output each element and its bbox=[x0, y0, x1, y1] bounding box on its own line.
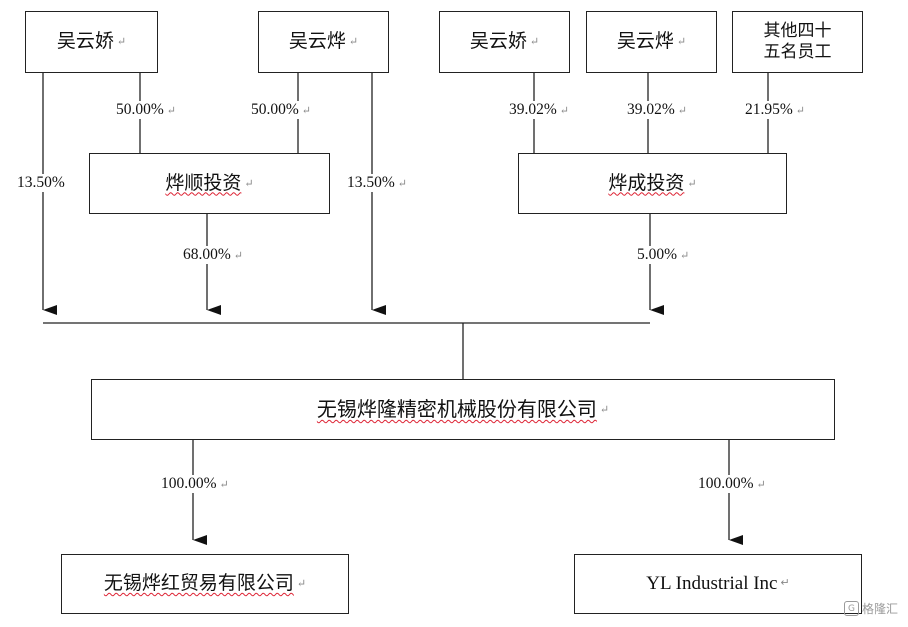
pct-label: 39.02%↵ bbox=[508, 101, 571, 119]
shareholder-box-wu-yunye-1: 吴云烨↵ bbox=[258, 11, 389, 73]
shareholder-box-wu-yunjiao-2: 吴云娇↵ bbox=[439, 11, 570, 73]
shareholder-box-wu-yunye-2: 吴云烨↵ bbox=[586, 11, 717, 73]
subsidiary-box-yl-industrial: YL Industrial Inc↵ bbox=[574, 554, 862, 614]
holding-box-yecheng: 烨成投资↵ bbox=[518, 153, 787, 214]
shareholder-label: 吴云烨 bbox=[616, 30, 674, 53]
main-company-label: 无锡烨隆精密机械股份有限公司 bbox=[316, 397, 597, 421]
watermark-text: 格隆汇 bbox=[861, 602, 898, 616]
watermark: G 格隆汇 bbox=[843, 600, 898, 617]
pct-label: 68.00%↵ bbox=[182, 246, 245, 264]
pct-label: 39.02%↵ bbox=[626, 101, 689, 119]
holding-label: 烨顺投资 bbox=[165, 171, 242, 194]
pct-label: 13.50% bbox=[16, 174, 66, 192]
holding-box-yeshun: 烨顺投资↵ bbox=[89, 153, 330, 214]
pct-label: 100.00%↵ bbox=[160, 475, 230, 493]
shareholder-label: 吴云娇 bbox=[469, 30, 527, 53]
subsidiary-label: 无锡烨红贸易有限公司 bbox=[103, 572, 294, 595]
main-company-box: 无锡烨隆精密机械股份有限公司↵ bbox=[91, 379, 835, 440]
gelonghui-logo-icon: G bbox=[843, 601, 859, 616]
holding-label: 烨成投资 bbox=[608, 171, 685, 194]
subsidiary-box-yehong: 无锡烨红贸易有限公司↵ bbox=[61, 554, 349, 614]
shareholder-label: 其他四十 五名员工 bbox=[763, 20, 832, 62]
shareholder-box-wu-yunjiao-1: 吴云娇↵ bbox=[25, 11, 158, 73]
pct-label: 100.00%↵ bbox=[697, 475, 767, 493]
subsidiary-label: YL Industrial Inc bbox=[646, 573, 778, 595]
pct-label: 50.00%↵ bbox=[115, 101, 178, 119]
pct-label: 50.00%↵ bbox=[250, 101, 313, 119]
shareholder-label: 吴云娇 bbox=[56, 30, 114, 53]
pct-label: 13.50%↵ bbox=[346, 174, 409, 192]
pct-label: 5.00%↵ bbox=[636, 246, 691, 264]
shareholder-box-other-employees: 其他四十 五名员工 bbox=[732, 11, 863, 73]
pct-label: 21.95%↵ bbox=[744, 101, 807, 119]
shareholder-label: 吴云烨 bbox=[288, 30, 346, 53]
